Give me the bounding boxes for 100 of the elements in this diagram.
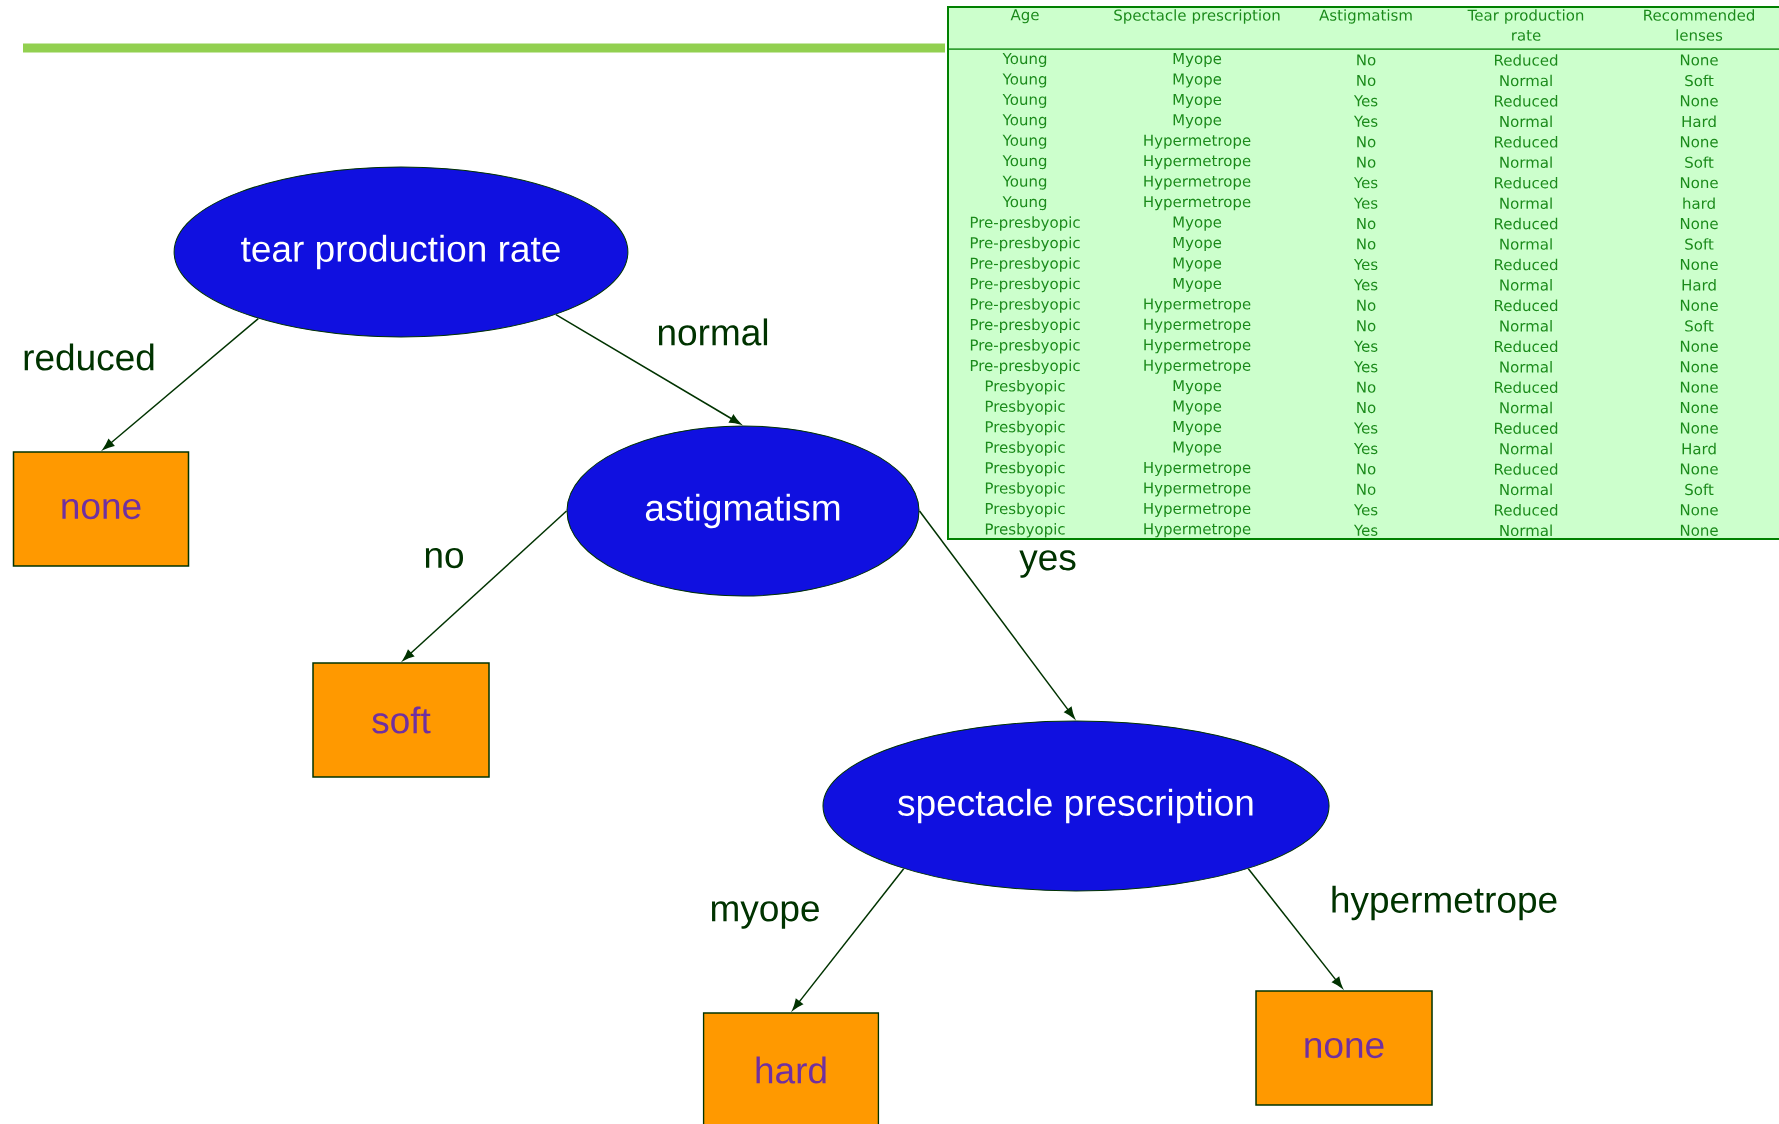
table-cell: None — [1680, 381, 1718, 393]
table-cell: Young — [1002, 175, 1047, 190]
table-cell: Reduced — [1495, 381, 1558, 393]
table-cell: Myope — [1173, 380, 1222, 395]
table-cell: Young — [1002, 155, 1047, 170]
arrow — [402, 510, 568, 661]
table-cell: Reduced — [1495, 340, 1558, 353]
table-cell: Presbyopic — [985, 502, 1065, 518]
table-cell: Yes — [1353, 524, 1378, 536]
arrow — [918, 510, 1075, 719]
table-cell: Normal — [1500, 361, 1552, 373]
table-cell: None — [1680, 504, 1718, 516]
table-cell: None — [1680, 258, 1718, 271]
table-cell: No — [1357, 402, 1376, 414]
leaf-box: soft — [312, 662, 490, 778]
table-cell: None — [1680, 361, 1718, 373]
table-cell: No — [1357, 320, 1376, 332]
table-cell: Myope — [1173, 421, 1222, 436]
table-cell: Pre-presbyopic — [970, 339, 1080, 354]
table-cell: No — [1357, 54, 1376, 66]
table-cell: None — [1680, 422, 1718, 434]
table-cell: No — [1357, 218, 1376, 230]
table-cell: Hard — [1682, 115, 1716, 128]
table-header-cell: Recommended lenses — [1644, 9, 1754, 41]
table-cell: Young — [1002, 93, 1047, 108]
table-header-cell: Spectacle prescription — [1114, 9, 1280, 24]
table-cell: Soft — [1685, 320, 1714, 332]
table-cell: Young — [1002, 134, 1047, 149]
table-cell: Hypermetrope — [1144, 134, 1251, 149]
table-cell: Hypermetrope — [1144, 462, 1251, 477]
table-cell: None — [1680, 218, 1718, 230]
table-cell: Young — [1002, 196, 1047, 211]
arrow — [792, 868, 905, 1011]
table-cell: Normal — [1500, 279, 1552, 291]
table-cell: Yes — [1353, 443, 1378, 455]
table-cell: Presbyopic — [985, 461, 1065, 477]
table-cell: Soft — [1685, 238, 1714, 250]
table-cell: Presbyopic — [985, 400, 1065, 415]
table-cell: Presbyopic — [985, 379, 1065, 395]
table-cell: No — [1357, 136, 1376, 148]
table-cell: Young — [1002, 114, 1047, 129]
table-header-cell: Tear production rate — [1467, 9, 1584, 41]
table-header-cell: Age — [1010, 9, 1039, 24]
table-cell: Hypermetrope — [1144, 339, 1251, 354]
table-cell: Young — [1002, 53, 1047, 68]
table-cell: Hypermetrope — [1144, 318, 1251, 333]
table-cell: Reduced — [1495, 136, 1558, 148]
table-cell: Myope — [1173, 216, 1222, 231]
arrow — [102, 317, 259, 450]
table-cell: No — [1357, 381, 1376, 393]
table-cell: Soft — [1685, 483, 1714, 496]
table-cell: Yes — [1353, 422, 1378, 434]
arrow — [1247, 868, 1343, 989]
table-cell: Pre-presbyopic — [970, 257, 1080, 272]
table-cell: Yes — [1353, 177, 1378, 189]
table-cell: Hypermetrope — [1144, 298, 1251, 313]
table-cell: Normal — [1500, 401, 1552, 414]
table-cell: None — [1680, 524, 1718, 536]
edge-label: yes — [1017, 548, 1079, 580]
table-cell: Soft — [1685, 74, 1714, 87]
table-cell: Pre-presbyopic — [970, 359, 1080, 375]
table-cell: Yes — [1353, 95, 1378, 107]
edge-label: normal — [654, 316, 772, 348]
table-cell: Normal — [1500, 238, 1552, 250]
table-cell: Myope — [1173, 114, 1222, 129]
table-cell: Normal — [1500, 197, 1552, 209]
table-cell: Yes — [1353, 340, 1378, 352]
table-cell: Hypermetrope — [1144, 175, 1251, 190]
table-cell: Myope — [1173, 257, 1222, 272]
table-cell: Hypermetrope — [1144, 196, 1251, 211]
table-cell: Myope — [1173, 237, 1222, 252]
table-cell: Yes — [1353, 197, 1378, 209]
edge-label: no — [421, 545, 467, 571]
table-cell: None — [1680, 299, 1718, 311]
table-cell: Normal — [1500, 115, 1552, 128]
table-cell: Hypermetrope — [1144, 523, 1251, 538]
table-cell: Presbyopic — [985, 523, 1065, 538]
table-cell: Reduced — [1495, 422, 1558, 434]
table-cell: Hypermetrope — [1144, 155, 1251, 170]
table-cell: Reduced — [1495, 463, 1558, 475]
table-cell: Yes — [1353, 115, 1378, 127]
table-cell: Hypermetrope — [1144, 502, 1251, 517]
table-cell: Pre-presbyopic — [970, 298, 1080, 313]
table-cell: Hard — [1682, 442, 1716, 455]
table-cell: Reduced — [1495, 504, 1558, 516]
table-cell: Soft — [1685, 156, 1714, 168]
table-cell: Myope — [1173, 53, 1222, 68]
table-cell: Presbyopic — [985, 420, 1065, 436]
table-cell: No — [1357, 238, 1376, 250]
table-cell: Yes — [1353, 258, 1378, 271]
table-cell: Normal — [1500, 156, 1552, 168]
table-cell: Pre-presbyopic — [970, 236, 1080, 252]
table-cell: Normal — [1500, 483, 1552, 496]
table-cell: None — [1680, 177, 1718, 189]
table-cell: No — [1357, 74, 1376, 87]
edge-label: myope — [707, 899, 823, 931]
table-cell: No — [1357, 483, 1376, 495]
table-cell: Presbyopic — [985, 482, 1065, 497]
table-cell: Normal — [1500, 74, 1552, 87]
leaf-box: none — [12, 451, 190, 567]
